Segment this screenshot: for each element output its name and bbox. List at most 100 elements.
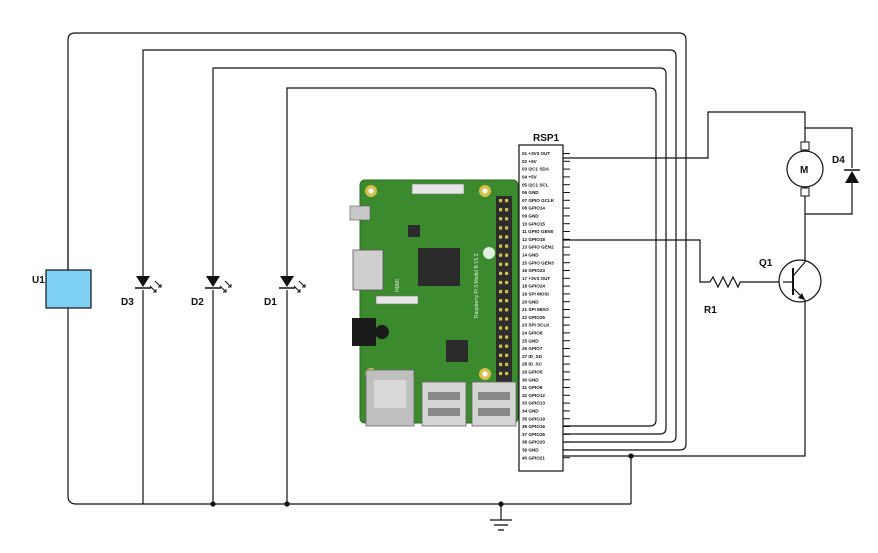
raspberry-pi-board[interactable]: HDMI Raspberry Pi 3 Model B V1.2 (349, 179, 519, 427)
transistor-q1[interactable]: Q1 (759, 255, 822, 305)
board-gpio-pin (505, 335, 509, 339)
board-gpio-pin (499, 362, 503, 366)
board-gpio-pin (499, 253, 503, 257)
header-pin-label: 22 GPIO25 (522, 315, 545, 320)
header-pin-label: 07 GPIO GCLK (522, 198, 555, 203)
ground-icon (490, 519, 512, 531)
header-pin-label: 30 GND (522, 377, 539, 382)
header-pin-label: 03 I2C1 SDA (522, 167, 550, 172)
brand-label: Raspberry Pi 3 Model B V1.2 (474, 253, 480, 318)
hdmi-port (352, 249, 384, 291)
d2-label: D2 (191, 297, 204, 308)
board-gpio-pin (499, 371, 503, 376)
header-pin-label: 19 SPI MOSI (522, 292, 549, 297)
header-pin-label: 13 GPIO GEN2 (522, 245, 554, 250)
header-pin-label: 09 GND (522, 214, 539, 219)
board-gpio-pin (499, 326, 503, 330)
soc-chip (418, 248, 460, 286)
board-gpio-pin (505, 362, 509, 366)
motor-icon (786, 150, 824, 188)
header-pin-label: 10 GPIO15 (522, 221, 545, 226)
header-pin-label: 27 ID_SD (522, 354, 543, 359)
header-pin-label: 04 +5V (522, 175, 538, 180)
header-pin-label: 28 ID_SC (522, 362, 543, 367)
hdmi-label: HDMI (395, 279, 401, 292)
raspberry-logo-icon (483, 247, 495, 259)
board-gpio-pin (499, 262, 503, 266)
board-gpio-pin (505, 353, 509, 357)
resistor-r1[interactable]: R1 (704, 275, 741, 316)
header-pin-label: 20 GND (522, 299, 539, 304)
board-gpio-pin (499, 244, 503, 248)
header-pin-label: 16 GPIO23 (522, 268, 545, 273)
board-gpio-pin (505, 326, 509, 330)
diode-d4[interactable]: D4 (832, 155, 860, 190)
d4-label: D4 (832, 155, 845, 166)
header-pin-label: 31 GPIO6 (522, 385, 543, 390)
header-pin-label: 08 GPIO14 (522, 206, 545, 211)
camera-connector (375, 295, 419, 305)
board-gpio-pin (499, 344, 503, 348)
board-gpio-pin (505, 317, 509, 321)
board-gpio-pin (499, 208, 503, 212)
board-gpio-pin (499, 226, 503, 230)
header-pin-label: 18 GPIO24 (522, 284, 545, 289)
header-pin-label: 24 GPIO8 (522, 331, 543, 336)
led-d1[interactable]: D1 (264, 276, 306, 308)
board-gpio-pin (505, 280, 509, 285)
board-gpio-pin (505, 308, 509, 312)
board-gpio-pin (505, 290, 509, 294)
board-gpio-pin (505, 217, 509, 221)
diode-icon (845, 171, 859, 183)
micro-usb-port (349, 205, 371, 221)
led-d2[interactable]: D2 (191, 276, 232, 308)
board-gpio-pin (505, 208, 509, 212)
header-pin-label: 12 GPIO18 (522, 237, 545, 242)
pi-gpio-header (496, 196, 512, 384)
board-gpio-pin (499, 335, 503, 339)
led-d3-icon (136, 276, 150, 287)
board-gpio-pin (505, 226, 509, 230)
led-d3[interactable]: D3 (121, 276, 162, 308)
display-connector (411, 183, 465, 195)
header-pin-label: 29 GPIO5 (522, 370, 543, 375)
header-pin-label: 35 GPIO19 (522, 416, 545, 421)
board-gpio-pin (505, 235, 509, 239)
header-pin-label: 32 GPIO12 (522, 393, 545, 398)
transistor-icon (778, 259, 822, 303)
header-pin-label: 33 GPIO13 (522, 401, 545, 406)
rsp1-body (518, 144, 564, 472)
motor[interactable]: M (786, 141, 824, 197)
board-gpio-pin (499, 308, 503, 312)
board-gpio-pin (505, 199, 509, 203)
header-pin-label: 26 GPIO7 (522, 346, 543, 351)
board-gpio-pin (505, 344, 509, 348)
header-pin-label: 01 +3V3 OUT (522, 151, 550, 156)
board-gpio-pin (499, 353, 503, 357)
usb-chip (446, 340, 468, 362)
header-pin-label: 06 GND (522, 190, 539, 195)
board-gpio-pin (499, 290, 503, 294)
board-gpio-pin (505, 271, 509, 275)
board-gpio-pin (505, 299, 509, 303)
header-pin-label: 21 SPI MISO (522, 307, 549, 312)
board-gpio-pin (499, 199, 503, 203)
header-pin-label: 34 GND (522, 409, 539, 414)
header-pin-label: 02 +5V (522, 159, 538, 164)
board-gpio-pin (499, 299, 503, 303)
board-gpio-pin (505, 371, 509, 376)
d3-label: D3 (121, 297, 134, 308)
header-pin-label: 37 GPIO26 (522, 432, 545, 437)
header-pin-label: 40 GPIO21 (522, 455, 545, 460)
header-pin-label: 36 GPIO16 (522, 424, 545, 429)
u1-label: U1 (32, 275, 45, 286)
audio-jack (352, 318, 376, 346)
u1-component[interactable]: U1 (32, 269, 92, 309)
usb-port-1 (421, 381, 467, 427)
header-pin-label: 14 GND (522, 253, 539, 258)
resistor-icon (709, 275, 741, 289)
header-pin-label: 25 GND (522, 338, 539, 343)
board-gpio-pin (499, 217, 503, 221)
